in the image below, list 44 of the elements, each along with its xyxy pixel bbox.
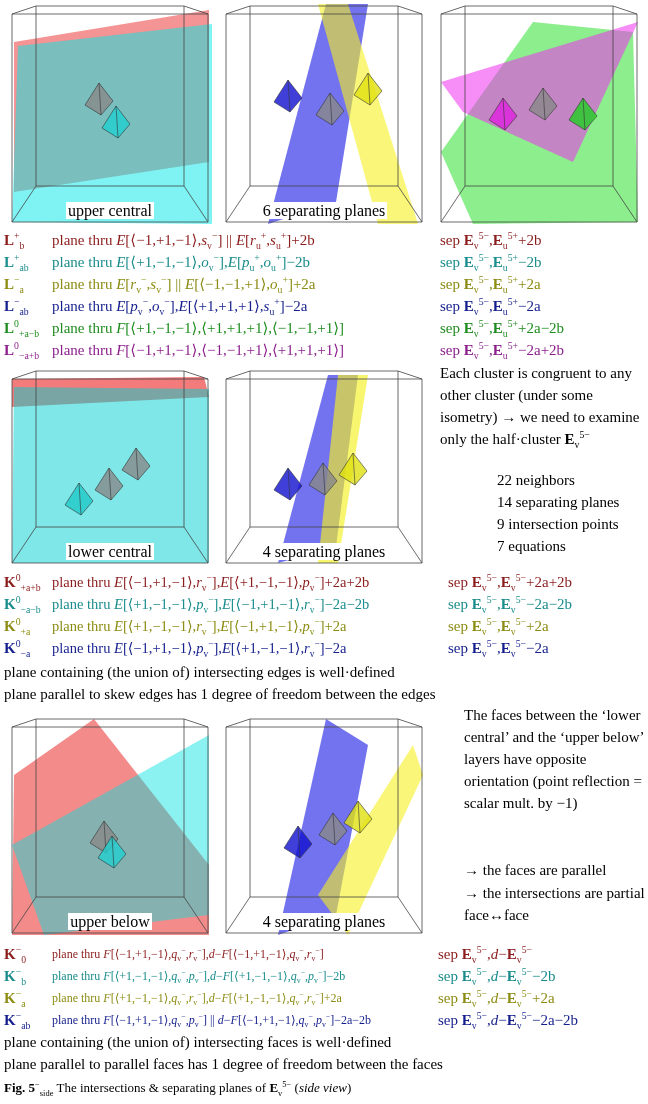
separation-label: sep E$_{v}$$^{5−}$,E$_{v}$$^{5−}$+2a xyxy=(448,616,549,636)
separation-label: sep E$_{v}$$^{5−}$,E$_{v}$$^{5−}$−2a−2b xyxy=(448,594,573,614)
plane-formula: plane thru F[⟨+1,−1,−1⟩,q$_{v}$$^{−}$,p$_{v}$$^{−}$],d−F[⟨+1,−1,−1⟩,q$_{v}$$^{−}$,p$_{v}$$^{−}$]−2b xyxy=(52,967,346,986)
panel-caption: 6 separating planes xyxy=(260,202,388,219)
plane-formula: plane thru F[⟨−1,+1,−1⟩,q$_{v}$$^{−}$,p$_{v}$$^{−}$] || d−F[⟨−1,+1,−1⟩,q$_{v}$$^{−}$,p$_{v}$$^{−}$]−2a−2b xyxy=(52,1011,372,1030)
separation-label: sep E$_{v}$$^{5−}$,E$_{u}$$^{5+}$−2b xyxy=(440,252,542,272)
note-text: 22 neighbors xyxy=(497,471,575,490)
plane-formula: plane thru E[⟨−1,+1,−1⟩,r$_{v}$$^{−}$],E[⟨+1,−1,−1⟩,p$_{v}$$^{−}$]+2a+2b xyxy=(52,572,370,592)
separation-label: sep E$_{v}$$^{5−}$,E$_{v}$$^{5−}$−2a xyxy=(448,638,549,658)
panel-caption: upper central xyxy=(66,202,154,219)
panel-caption: 4 separating planes xyxy=(260,913,388,930)
plane-formula: plane thru F[⟨+1,−1,−1⟩,⟨+1,+1,+1⟩,⟨−1,−1,+1⟩] xyxy=(52,319,345,338)
separation-label: sep E$_{v}$$^{5−}$,E$_{u}$$^{5+}$+2a−2b xyxy=(440,318,565,338)
panel-caption: lower central xyxy=(66,543,154,560)
note-text: 14 separating planes xyxy=(497,493,620,512)
plane-formula: plane thru F[⟨−1,+1,−1⟩,⟨−1,−1,+1⟩,⟨+1,+1,+1⟩] xyxy=(52,341,345,360)
plane-formula: plane thru F[⟨+1,−1,−1⟩,q$_{v}$$^{−}$,r$_{v}$$^{−}$],d−F[⟨+1,−1,−1⟩,q$_{v}$$^{−}$,r$_{v}$$^{−}$]+2a xyxy=(52,989,342,1008)
note-text: plane containing (the union of) intersecting faces is well·defined xyxy=(4,1033,392,1052)
separation-label: sep E$_{v}$$^{5−}$,E$_{u}$$^{5+}$−2a xyxy=(440,296,541,316)
note-text: plane containing (the union of) intersecting edges is well·defined xyxy=(4,663,395,682)
plane-formula: plane thru E[⟨+1,−1,−1⟩,p$_{v}$$^{−}$],E[⟨−1,+1,−1⟩,r$_{v}$$^{−}$]−2a−2b xyxy=(52,594,370,614)
note-text: plane parallel to parallel faces has 1 degree of freedom between the faces xyxy=(4,1055,443,1074)
panel-caption: 4 separating planes xyxy=(260,543,388,560)
plane-formula: plane thru F[⟨−1,+1,−1⟩,q$_{v}$$^{−}$,r$_{v}$$^{−}$],d−F[⟨−1,+1,−1⟩,q$_{v}$$^{−}$,r$_{v}$$^{−}$] xyxy=(52,945,324,964)
separation-label: sep E$_{v}$$^{5−}$,E$_{u}$$^{5+}$−2a+2b xyxy=(440,340,565,360)
separation-label: sep E$_{v}$$^{5−}$,d−E$_{v}$$^{5−}$−2b xyxy=(438,966,556,986)
plane-formula: plane thru E[⟨−1,+1,−1⟩,s$_{v}$$^{−}$] || E[r$_{u}$$^{+}$,s$_{u}$$^{+}$]+2b xyxy=(52,230,315,250)
note-text: 9 intersection points xyxy=(497,515,619,534)
separation-label: sep E$_{v}$$^{5−}$,d−E$_{v}$$^{5−}$−2a−2b xyxy=(438,1010,579,1030)
panel-caption: upper below xyxy=(68,913,152,930)
note-text: → the intersections are partial face↔face xyxy=(464,884,646,925)
separation-label: sep E$_{v}$$^{5−}$,E$_{v}$$^{5−}$+2a+2b xyxy=(448,572,573,592)
figure-caption: Fig. 5$^{−}$$_{side}$ The intersections & separating planes of E$_{v}$$^{5−}$ (side view) xyxy=(4,1078,352,1098)
note-text: 7 equations xyxy=(497,537,566,556)
note-text: plane parallel to skew edges has 1 degree of freedom between the edges xyxy=(4,685,436,704)
plane-formula: plane thru E[r$_{v}$$^{−}$,s$_{v}$$^{−}$] || E[⟨−1,−1,+1⟩,o$_{u}$$^{+}$]+2a xyxy=(52,274,316,294)
note-text: The faces between the ‘lower central’ and the ‘upper below’ layers have opposite orientation (point reflection = scalar mult. by −1) xyxy=(464,706,645,813)
note-text: → the faces are parallel xyxy=(464,861,607,880)
separation-label: sep E$_{v}$$^{5−}$,d−E$_{v}$$^{5−}$+2a xyxy=(438,988,555,1008)
plane-formula: plane thru E[⟨+1,−1,−1⟩,r$_{v}$$^{−}$],E[⟨−1,+1,−1⟩,p$_{v}$$^{−}$]+2a xyxy=(52,616,347,636)
plane-formula: plane thru E[⟨−1,+1,−1⟩,p$_{v}$$^{−}$],E[⟨+1,−1,−1⟩,r$_{v}$$^{−}$]−2a xyxy=(52,638,347,658)
plane-formula: plane thru E[p$_{v}$$^{−}$,o$_{v}$$^{−}$],E[⟨+1,+1,+1⟩,s$_{u}$$^{+}$]−2a xyxy=(52,296,308,316)
plane-formula: plane thru E[⟨+1,−1,−1⟩,o$_{v}$$^{−}$],E[p$_{u}$$^{+}$,o$_{u}$$^{+}$]−2b xyxy=(52,252,310,272)
separation-label: sep E$_{v}$$^{5−}$,E$_{u}$$^{5+}$+2a xyxy=(440,274,541,294)
